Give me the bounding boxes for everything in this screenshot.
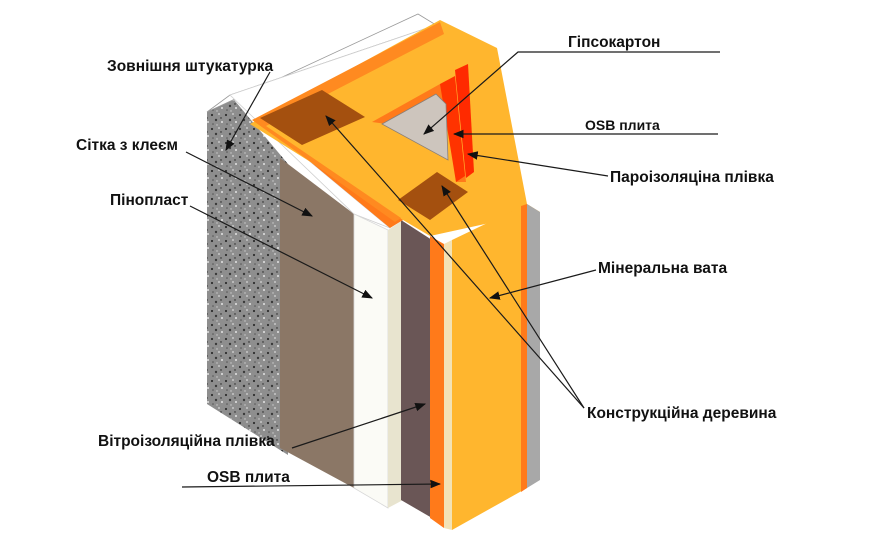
label-drywall: Гіпсокартон <box>568 34 660 51</box>
label-wind-film: Вітроізоляційна плівка <box>98 433 275 450</box>
leader-wind-film <box>291 402 427 449</box>
labels: Зовнішня штукатурка Сітка з клеєм Пінопл… <box>76 34 777 486</box>
timber-lower <box>398 172 468 220</box>
leader-osb-outer <box>181 479 442 489</box>
label-mineral-wool: Мінеральна вата <box>598 260 727 277</box>
leader-exterior-plaster <box>225 71 271 151</box>
wind-film-layer <box>401 220 432 518</box>
thin-board <box>444 240 452 530</box>
leader-vapor <box>466 151 609 177</box>
right-edge-gray <box>527 204 540 488</box>
leader-mesh-glue <box>185 151 313 217</box>
label-timber: Конструкційна деревина <box>587 405 777 422</box>
label-osb-inner: OSB плита <box>585 117 660 133</box>
leader-timber-1 <box>325 115 585 409</box>
label-osb-outer: OSB плита <box>207 469 290 486</box>
wall-cross-section <box>206 13 540 530</box>
leader-timber-2 <box>441 185 585 409</box>
foam-side <box>388 220 403 508</box>
label-foam: Пінопласт <box>110 192 189 209</box>
drywall-layer <box>381 93 449 161</box>
leader-foam <box>189 205 373 299</box>
right-edge-orange <box>521 204 527 492</box>
vapor-barrier <box>455 64 474 178</box>
plaster-layer <box>207 95 288 455</box>
leader-drywall <box>423 51 720 135</box>
mineral-wool-layer <box>452 204 527 530</box>
label-vapor-film: Пароізоляціна плівка <box>610 169 774 186</box>
label-mesh-glue: Сітка з клеєм <box>76 137 178 154</box>
label-exterior-plaster: Зовнішня штукатурка <box>107 58 274 75</box>
leader-mineral-wool <box>488 269 597 300</box>
foam-layer <box>353 213 389 509</box>
timber-upper <box>260 90 365 145</box>
mineral-wool-inner-band <box>252 22 444 222</box>
vapor-barrier-inner <box>440 76 465 182</box>
mesh-glue-layer <box>280 158 354 488</box>
leader-lines <box>181 51 720 489</box>
osb-layer <box>430 236 444 528</box>
